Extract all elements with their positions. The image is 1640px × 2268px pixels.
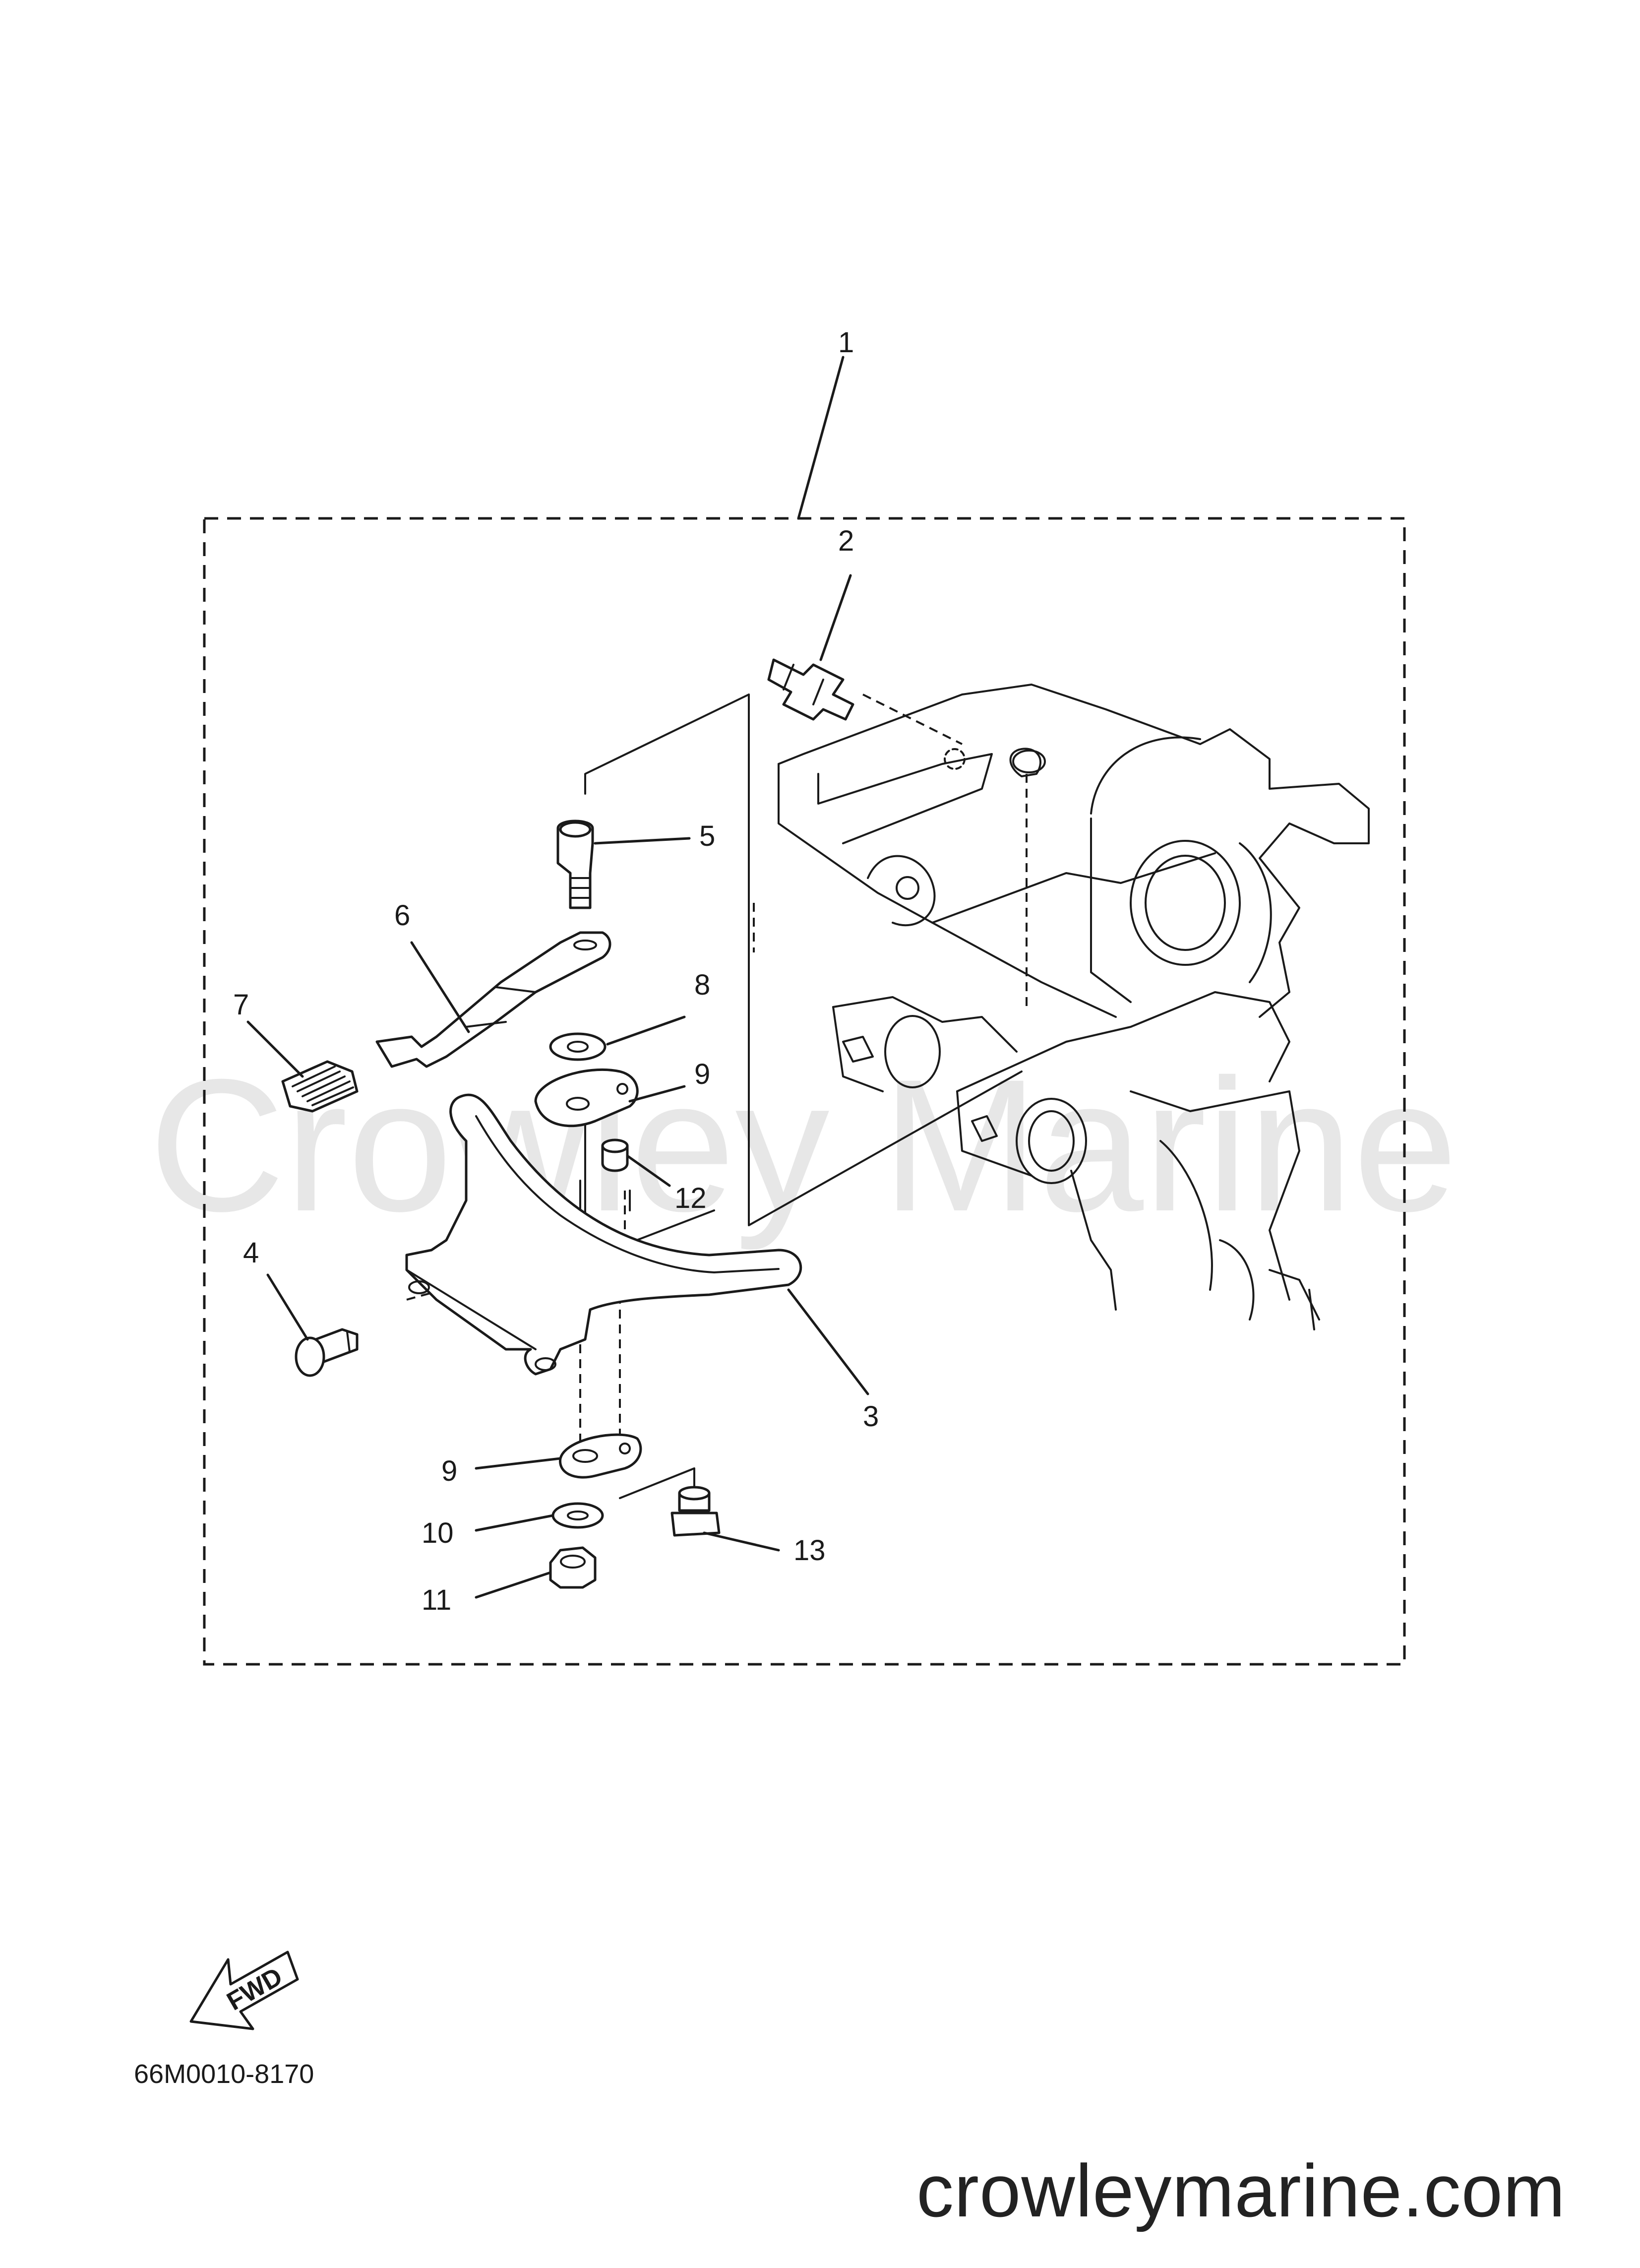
callout-9-lower: 9 <box>441 1455 457 1487</box>
watermark: Crowley Marine <box>149 1040 1458 1252</box>
part-11-nut <box>549 1546 597 1589</box>
callout-11: 11 <box>422 1584 451 1616</box>
callout-8: 8 <box>694 969 710 1001</box>
fwd-arrow-icon: FWD <box>189 1951 299 2030</box>
diagram-code: 66M0010-8170 <box>134 2059 314 2089</box>
part-6-lever <box>375 931 611 1068</box>
callout-2: 2 <box>838 525 854 557</box>
callout-9-upper: 9 <box>694 1058 710 1090</box>
callout-12: 12 <box>674 1182 707 1214</box>
part-10-washer <box>551 1502 604 1529</box>
callout-6: 6 <box>394 899 410 932</box>
footer-site-url[interactable]: crowleymarine.com <box>916 2149 1566 2232</box>
callout-7: 7 <box>233 989 249 1021</box>
callout-5: 5 <box>699 820 715 852</box>
part-9-plate-upper <box>534 1069 639 1128</box>
part-13-screw <box>670 1486 721 1537</box>
part-9-plate-lower <box>559 1433 642 1479</box>
part-5-pin <box>556 819 594 909</box>
callout-leaders <box>246 356 869 1599</box>
part-2-fitting <box>767 658 854 721</box>
part-3-bracket <box>405 1093 802 1376</box>
callout-1: 1 <box>838 326 854 359</box>
callout-13: 13 <box>793 1534 826 1567</box>
part-4-bolt <box>295 1328 359 1377</box>
part-12-collar <box>601 1138 629 1172</box>
part-8-washer <box>549 1032 607 1061</box>
ghost-clamp-bracket <box>778 684 1370 1330</box>
callout-4: 4 <box>243 1237 259 1269</box>
callout-3: 3 <box>863 1400 879 1433</box>
callout-labels: 1 2 5 6 7 8 9 12 4 3 9 10 11 13 <box>233 326 879 1616</box>
callout-10: 10 <box>422 1517 454 1549</box>
assembly-boundary-box <box>203 517 1406 1666</box>
